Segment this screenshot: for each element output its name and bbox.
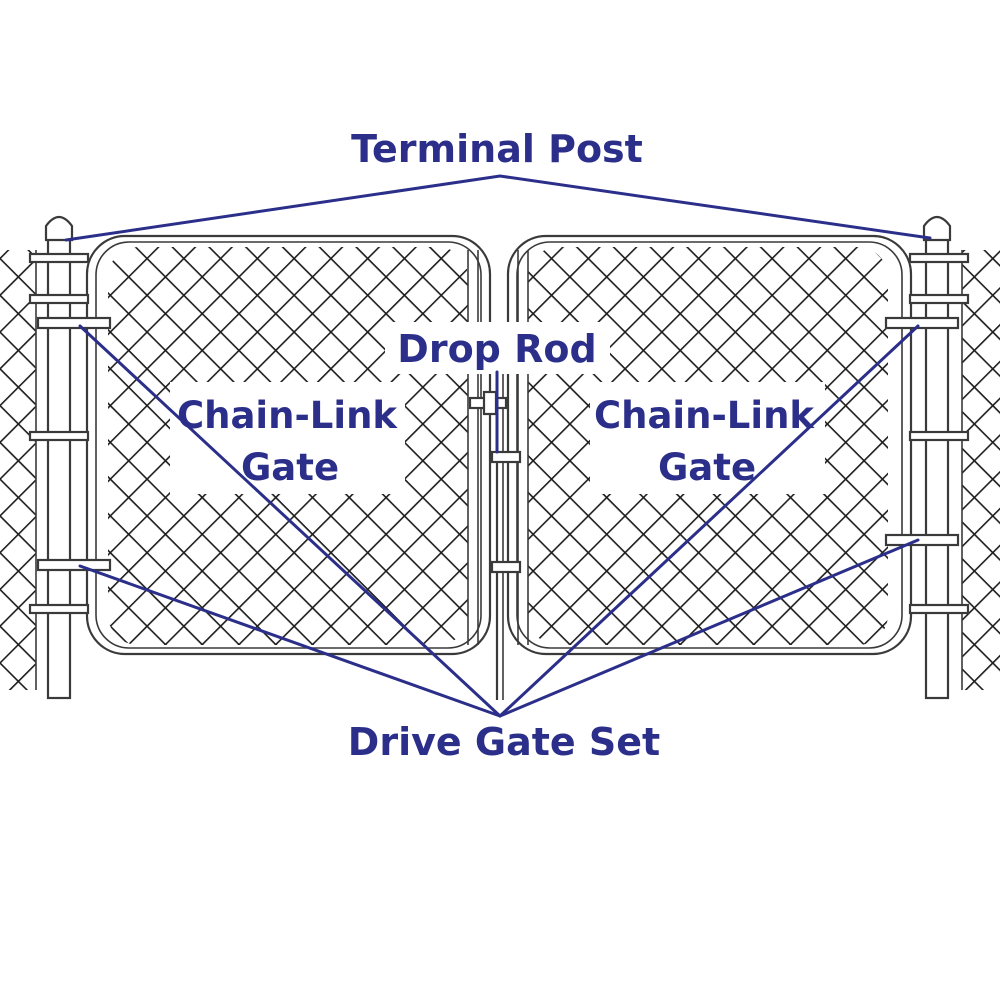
left-terminal-post (28, 215, 112, 700)
left-side-fence-mesh (0, 250, 37, 690)
right-gate-label-line1: Chain-Link (594, 394, 815, 437)
drop-rod-label: Drop Rod (397, 327, 596, 371)
right-terminal-post (884, 215, 970, 700)
drop-rod-label-bg (385, 322, 610, 374)
right-gate-label-line2: Gate (658, 446, 756, 489)
terminal-post-label: Terminal Post (351, 127, 643, 171)
left-gate-label-line2: Gate (241, 446, 339, 489)
terminal-post-leaders (64, 174, 932, 242)
left-gate-label-bg (170, 382, 405, 494)
right-side-fence-mesh (961, 250, 1000, 690)
left-gate-label-line1: Chain-Link (177, 394, 398, 437)
drive-gate-set-leaders (78, 324, 920, 718)
right-gate-label-bg (590, 382, 825, 494)
drive-gate-set-label: Drive Gate Set (348, 720, 660, 764)
